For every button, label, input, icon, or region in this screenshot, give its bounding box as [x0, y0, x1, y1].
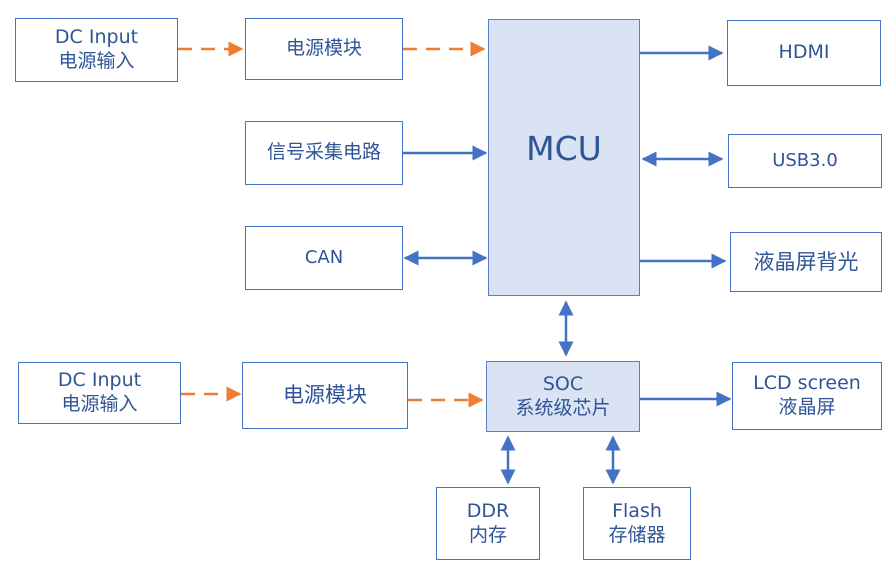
usb-label: USB3.0: [772, 149, 838, 171]
usb-box: USB3.0: [728, 134, 882, 188]
soc-label-en: SOC: [542, 372, 584, 395]
flash-label-cn: 存储器: [608, 523, 666, 546]
lcd-box: LCD screen 液晶屏: [732, 362, 882, 430]
dc-input-top-label-cn: 电源输入: [58, 50, 135, 72]
hdmi-label: HDMI: [778, 41, 830, 64]
mcu-box: MCU: [488, 19, 640, 296]
flash-label-en: Flash: [612, 499, 662, 522]
dc-input-top-box: DC Input 电源输入: [15, 18, 178, 82]
dc-input-top-label-en: DC Input: [54, 26, 139, 49]
ddr-label-en: DDR: [466, 499, 510, 522]
signal-acquisition-label: 信号采集电路: [266, 141, 381, 164]
backlight-box: 液晶屏背光: [730, 232, 882, 292]
power-module-bottom-label: 电源模块: [283, 383, 367, 408]
power-module-top-box: 电源模块: [245, 18, 403, 80]
dc-input-bottom-label-cn: 电源输入: [61, 393, 138, 415]
backlight-label: 液晶屏背光: [753, 249, 859, 274]
ddr-label-cn: 内存: [468, 523, 507, 546]
can-box: CAN: [245, 226, 403, 290]
signal-acquisition-box: 信号采集电路: [245, 121, 403, 185]
flash-box: Flash 存储器: [583, 487, 691, 560]
soc-label-cn: 系统级芯片: [515, 396, 611, 419]
power-module-top-label: 电源模块: [285, 37, 362, 60]
lcd-label-en: LCD screen: [753, 372, 861, 395]
power-module-bottom-box: 电源模块: [242, 362, 408, 429]
dc-input-bottom-box: DC Input 电源输入: [18, 362, 181, 424]
lcd-label-cn: 液晶屏: [778, 396, 836, 418]
can-label: CAN: [304, 246, 344, 268]
ddr-box: DDR 内存: [436, 487, 540, 560]
dc-input-bottom-label-en: DC Input: [57, 369, 142, 392]
mcu-label: MCU: [526, 129, 602, 168]
soc-box: SOC 系统级芯片: [486, 361, 640, 432]
hdmi-box: HDMI: [727, 20, 881, 86]
